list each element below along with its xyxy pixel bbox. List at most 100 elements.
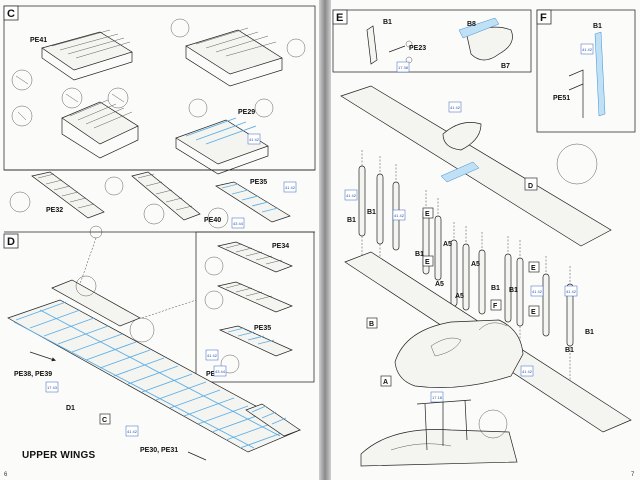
left-page: C — [0, 0, 319, 480]
section-f-frame — [536, 9, 636, 133]
label-strut-b1-6: B1 — [565, 347, 574, 354]
color-tag-r6 — [530, 285, 544, 297]
wing-rib-strip-1 — [9, 171, 105, 219]
color-tag-r3-text: 41 42 — [450, 105, 461, 110]
svg-text:E: E — [531, 309, 536, 316]
label-pe40-top: PE40 — [204, 217, 221, 224]
color-tag-r5-text: 41 42 — [394, 213, 405, 218]
b-callout: B — [366, 317, 378, 329]
label-strut-b1-3: B1 — [415, 251, 424, 258]
upper-wing-assembly — [340, 85, 612, 247]
section-e-marker — [332, 9, 348, 25]
interplane-struts — [358, 150, 574, 380]
section-c-marker — [3, 5, 19, 21]
section-d-letter: D — [7, 236, 15, 248]
label-pe35-top: PE35 — [250, 179, 267, 186]
color-tag-1-text: 41 42 — [249, 137, 260, 142]
label-f-b1: B1 — [593, 23, 602, 30]
label-e-b1: B1 — [383, 19, 392, 26]
label-a5-4: A5 — [455, 293, 464, 300]
section-f-letter: F — [540, 12, 547, 24]
svg-text:E: E — [425, 211, 430, 218]
color-tag-4 — [205, 349, 219, 361]
page-title: UPPER WINGS — [22, 450, 95, 461]
color-tag-r3 — [448, 101, 462, 113]
label-a5-3: A5 — [435, 281, 444, 288]
strut-detail-e — [366, 17, 513, 65]
label-d1: D1 — [66, 405, 75, 412]
lower-wing-and-fuselage — [344, 251, 632, 433]
label-pe35-bottom: PE35 — [254, 325, 271, 332]
aircraft-side-view — [360, 399, 518, 467]
strut-detail-f — [568, 31, 606, 118]
label-a5-2: A5 — [471, 261, 480, 268]
callout-d-letter: D — [528, 183, 533, 190]
rib-assembly-2 — [61, 99, 139, 159]
right-page-drawing: E B1 PE23 B8 B 7 17 38 F B1 — [332, 9, 636, 478]
color-tag-3-text: 43 44 — [233, 221, 244, 226]
rib-assembly-4 — [175, 117, 269, 175]
label-strut-b1-4: B1 — [491, 285, 500, 292]
label-pe41: PE41 — [30, 37, 47, 44]
svg-text:B: B — [369, 321, 374, 328]
callout-d-box — [524, 177, 538, 191]
svg-text:E: E — [425, 259, 430, 266]
color-tag-4-text: 41 42 — [207, 353, 218, 358]
color-tag-2-text: 41 42 — [285, 185, 296, 190]
label-strut-b1-5: B1 — [509, 287, 518, 294]
label-a5-1: A5 — [443, 241, 452, 248]
label-pe30-pe31: PE30, PE31 — [140, 447, 178, 454]
color-tag-7 — [125, 425, 139, 437]
color-tag-r4-text: 41 42 — [346, 193, 357, 198]
section-e-letter: E — [336, 12, 343, 24]
color-tag-r1 — [396, 61, 410, 73]
color-tag-r8 — [520, 365, 534, 377]
e-callout-4: E — [528, 305, 540, 317]
color-tag-r9-text: 17 18 — [432, 395, 443, 400]
e-callout-2: E — [422, 255, 434, 267]
rib-assembly-1 — [11, 29, 133, 127]
e-callout-1: E — [422, 207, 434, 219]
color-tag-2 — [283, 181, 297, 193]
section-e-frame — [332, 9, 532, 73]
left-page-drawing: C — [3, 5, 316, 478]
color-tag-r2 — [580, 43, 594, 55]
callout-c-box — [99, 413, 111, 425]
section-c-frame — [3, 5, 316, 171]
color-tag-r2-text: 41 42 — [582, 47, 593, 52]
right-page: E B1 PE23 B8 B 7 17 38 F B1 — [331, 0, 640, 480]
label-pe38-pe39: PE38, PE39 — [14, 371, 52, 378]
wing-rib-strip-2 — [104, 171, 201, 225]
svg-text:A: A — [383, 379, 388, 386]
label-pe29: PE29 — [238, 109, 255, 116]
page-number-right: 7 — [631, 472, 635, 478]
color-tag-r7-text: 41 42 — [566, 289, 577, 294]
color-tag-3 — [231, 217, 245, 229]
label-pe23: PE23 — [409, 45, 426, 52]
svg-text:F: F — [493, 303, 498, 310]
color-tag-r6-text: 41 42 — [532, 289, 543, 294]
wing-rib-strip-3 — [207, 181, 291, 229]
label-pe51: PE51 — [553, 95, 570, 102]
label-strut-b1-1: B1 — [347, 217, 356, 224]
color-tag-r5 — [392, 209, 406, 221]
label-b8: B8 — [467, 21, 476, 28]
callout-c-letter: C — [102, 417, 107, 424]
page-number-left: 6 — [4, 472, 8, 478]
label-strut-b1-2: B1 — [367, 209, 376, 216]
color-tag-5-text: 43 44 — [215, 369, 226, 374]
color-tag-r9 — [430, 391, 444, 403]
color-tag-r8-text: 41 42 — [522, 369, 533, 374]
label-strut-b1-7: B1 — [585, 329, 594, 336]
color-tag-5 — [213, 365, 227, 377]
label-pe34: PE34 — [272, 243, 289, 250]
book-gutter — [319, 0, 331, 480]
e-callout-3: E — [528, 261, 540, 273]
color-tag-r1-text: 17 38 — [398, 65, 409, 70]
detail-rib-strips — [204, 241, 293, 374]
section-c-letter: C — [7, 8, 15, 20]
rib-assembly-3 — [170, 18, 306, 118]
color-tag-6-text: 17 43 — [47, 385, 58, 390]
section-d-detail-frame — [195, 231, 315, 383]
